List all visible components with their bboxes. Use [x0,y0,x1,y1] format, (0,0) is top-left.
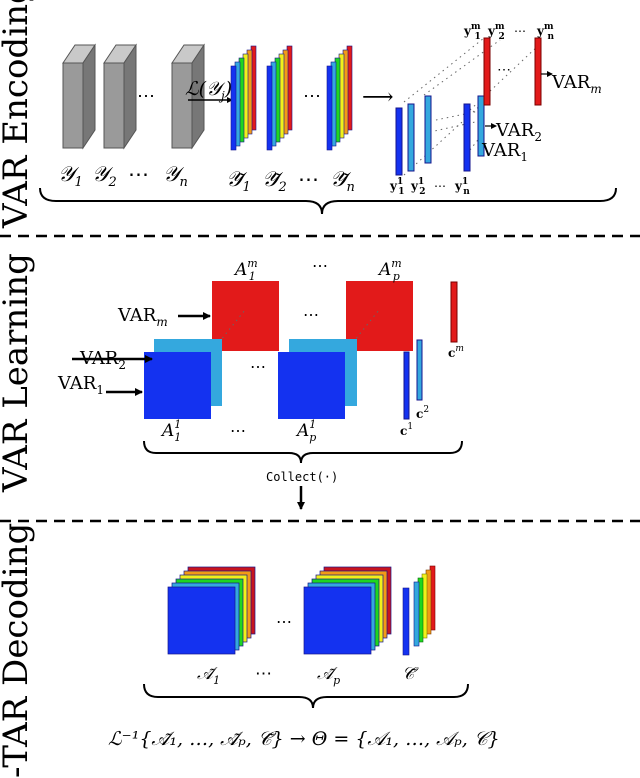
vector-y1-3 [424,95,432,164]
collect-label: Collect(·) [266,470,338,484]
encoded-label-dots: ⋯ [298,167,319,191]
learning-top-ellipsis: ⋯ [303,305,319,324]
input-tensor-1 [62,43,96,150]
label-c2: 𝐜2 [416,405,429,421]
label-cm: 𝐜m [448,344,464,360]
decoded-tensor-stacks [167,566,392,655]
matrix-apm [346,281,413,351]
enc-var-m: VARm [551,72,602,96]
learning-top-label-ellipsis: ⋯ [312,256,328,275]
learning-brace [143,440,463,464]
learn-var-1: VAR1 [57,373,104,397]
encoding-arrow: ⟶ [362,85,394,110]
decoding-formula: ℒ⁻¹{𝒜̃₁, …, 𝒜̃ₚ, 𝒞̃} → Θ = {𝒜₁, …, 𝒜ₚ, 𝒞… [108,728,500,750]
vector-y1-1 [395,107,403,176]
series-label-dots-top: ⋯ [514,24,526,38]
matrix-a1m [212,281,279,351]
learning-mid-ellipsis: ⋯ [250,357,266,376]
input-ellipsis: ⋯ [137,86,155,107]
vector-ym-n [534,37,542,106]
input-tensor-n [171,43,205,150]
input-tensor-2 [103,43,137,150]
vector-y1-2 [407,103,415,172]
matrix-a11 [144,352,211,419]
vector-y2-n [477,95,485,157]
learn-var-m: VARm [117,305,168,329]
encoded-label-2: 𝒴̃2 [262,167,287,195]
label-c1: 𝐜1 [400,422,413,438]
decoding-mid-ellipsis: ⋯ [276,612,292,631]
input-labels: 𝒴1 𝒴2 ⋯ 𝒴n [58,162,188,190]
input-label-dots: ⋯ [128,162,149,186]
vector-cm [450,281,458,343]
enc-var-1: VAR1 [481,140,528,164]
decoded-stack-a1 [167,566,256,655]
input-label-2: 𝒴2 [92,162,117,190]
section-label-decoding: -TAR Decoding [0,523,36,778]
section-label-encoding: VAR Encoding [0,0,36,229]
encoding-var-labels: VARm VAR2 VAR1 [481,71,602,164]
input-label-n: 𝒴n [163,162,188,190]
section-label-learning: VAR Learning [0,253,36,493]
vector-series: ⋯ [395,37,542,176]
label-ap-tilde: 𝒜̃p [317,664,340,687]
input-tensors [62,43,205,150]
encoded-tensor-stacks [230,45,353,151]
vector-c2 [416,339,423,401]
vector-ellipsis: ⋯ [497,62,511,78]
decoding-labels: 𝒜̃1 ⋯ 𝒜̃p 𝒞̃ [197,664,419,687]
learning-bottom-label-ellipsis: ⋯ [230,421,246,440]
encoded-ellipsis: ⋯ [303,86,321,107]
encoded-label-n: 𝒴̃n [330,167,355,195]
series-label-dots-bottom: ⋯ [434,179,446,193]
encoded-stack-n [326,45,353,151]
encoded-labels: 𝒴̃1 𝒴̃2 ⋯ 𝒴̃n [226,167,355,195]
vector-ym-1 [483,37,491,106]
encoded-stack-1 [230,45,257,151]
label-a1-tilde: 𝒜̃1 [197,664,220,687]
enc-var-2: VAR2 [495,120,542,144]
input-label-1: 𝒴1 [58,162,83,190]
encoded-label-1: 𝒴̃1 [226,167,251,195]
label-c-tilde: 𝒞̃ [402,664,419,684]
encoding-brace [39,187,617,215]
decoded-constant-vectors [402,565,436,656]
learning-var-labels: VARm VAR2 VAR1 [57,305,211,397]
transform-label: ℒ(𝒴j) [185,78,232,103]
matrix-ap1 [278,352,345,419]
decoding-label-ellipsis: ⋯ [255,664,272,684]
vector-y1-n [463,103,471,172]
constant-labels: 𝐜m 𝐜2 𝐜1 [400,344,464,438]
decoded-stack-ap [303,566,392,655]
encoded-stack-2 [266,45,293,151]
decoding-brace [143,683,469,709]
vector-c1 [403,351,410,420]
